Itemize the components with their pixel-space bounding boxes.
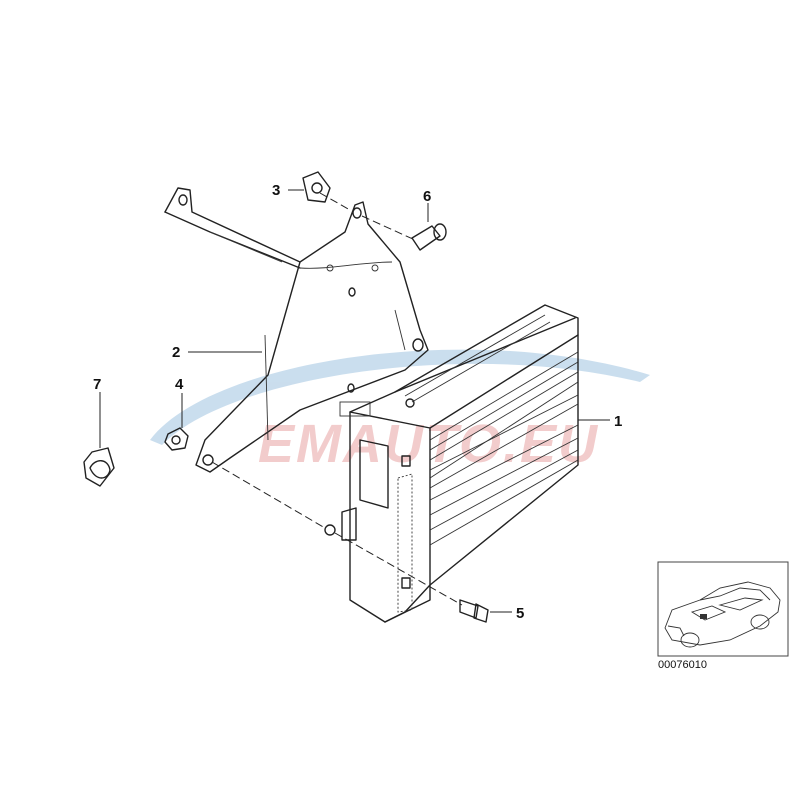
hex-nut (164, 427, 189, 451)
clip-nut (302, 171, 331, 203)
inset-reference-number: 00076010 (658, 659, 707, 671)
bolt (459, 599, 489, 623)
cable-clip (83, 447, 115, 487)
electronic-module (324, 304, 579, 623)
callout-6: 6 (423, 188, 431, 205)
vehicle-location-inset: 00076010 (657, 561, 789, 671)
inset-frame (657, 561, 789, 657)
assembly-lines (211, 192, 463, 606)
callout-5: 5 (516, 605, 524, 622)
watermark: EMAUTO.EU (150, 349, 650, 474)
callout-2: 2 (172, 344, 180, 361)
watermark-swoosh (150, 349, 650, 445)
leader-lines (99, 189, 610, 613)
car-icon (664, 581, 781, 648)
callout-3: 3 (272, 182, 280, 199)
watermark-text: EMAUTO.EU (258, 414, 599, 474)
screw (411, 223, 447, 251)
mounting-bracket (164, 187, 429, 473)
callout-4: 4 (175, 376, 184, 393)
callout-7: 7 (93, 376, 101, 393)
callout-1: 1 (614, 413, 622, 430)
